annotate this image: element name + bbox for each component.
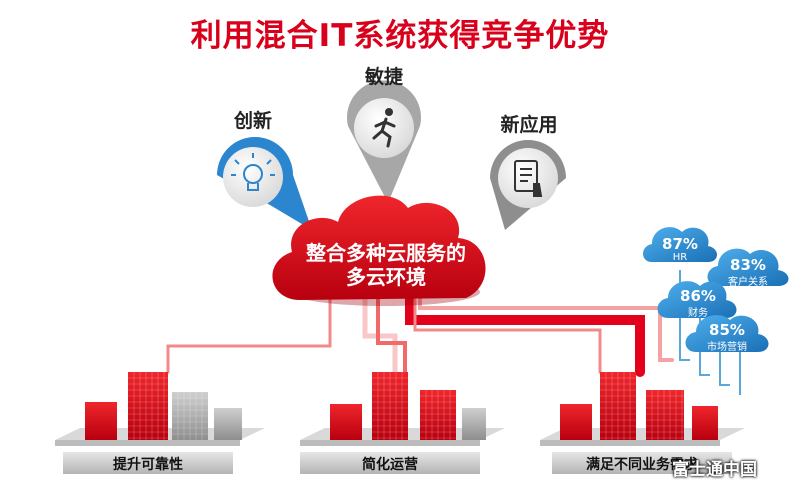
stat-hr-value: 87% [662,235,698,253]
lightbulb-icon [231,153,275,191]
connector-line-6 [413,298,602,374]
buildings-group-1 [85,372,242,440]
buildings-group-2 [330,372,486,440]
running-person-icon [372,108,396,148]
multi-cloud [272,195,486,306]
stat-crm-label: 客户关系 [728,277,768,288]
bubble-agile [347,80,421,203]
connector-line-1 [166,290,332,374]
stat-marketing-value: 85% [709,321,745,339]
page-title: 利用混合IT系统获得竞争优势 [190,18,610,54]
tablet-touch-icon [514,160,543,197]
stat-hr-label: HR [672,252,688,263]
base-label-business-needs: 满足不同业务需求 [586,457,698,473]
base-label-simplify: 简化运营 [362,457,418,473]
bubble-innovation [217,137,312,230]
stat-marketing-label: 市场营销 [707,342,747,353]
stat-cloud-crm [707,248,789,286]
buildings-group-3 [560,372,718,440]
stat-finance-label: 财务 [688,308,708,319]
base-label-reliability: 提升可靠性 [113,457,183,473]
bubble-label-new-apps: 新应用 [500,114,558,136]
connector-line-4 [405,285,645,377]
building-windows [128,372,684,440]
connector-line-3 [376,290,407,374]
watermark: 富士通中国 [672,460,757,480]
cloud-text-line1: 整合多种云服务的 [306,241,466,265]
bubble-new-apps [490,140,566,230]
stat-crm-value: 83% [730,256,766,274]
stat-cloud-finance [657,281,737,318]
stat-cloud-marketing [685,315,769,352]
bubble-label-agile: 敏捷 [364,66,403,88]
cloud-text-line2: 多云环境 [346,265,426,289]
bubble-label-innovation: 创新 [233,110,272,132]
stat-finance-value: 86% [680,287,716,305]
stat-cloud-hr [643,227,717,262]
